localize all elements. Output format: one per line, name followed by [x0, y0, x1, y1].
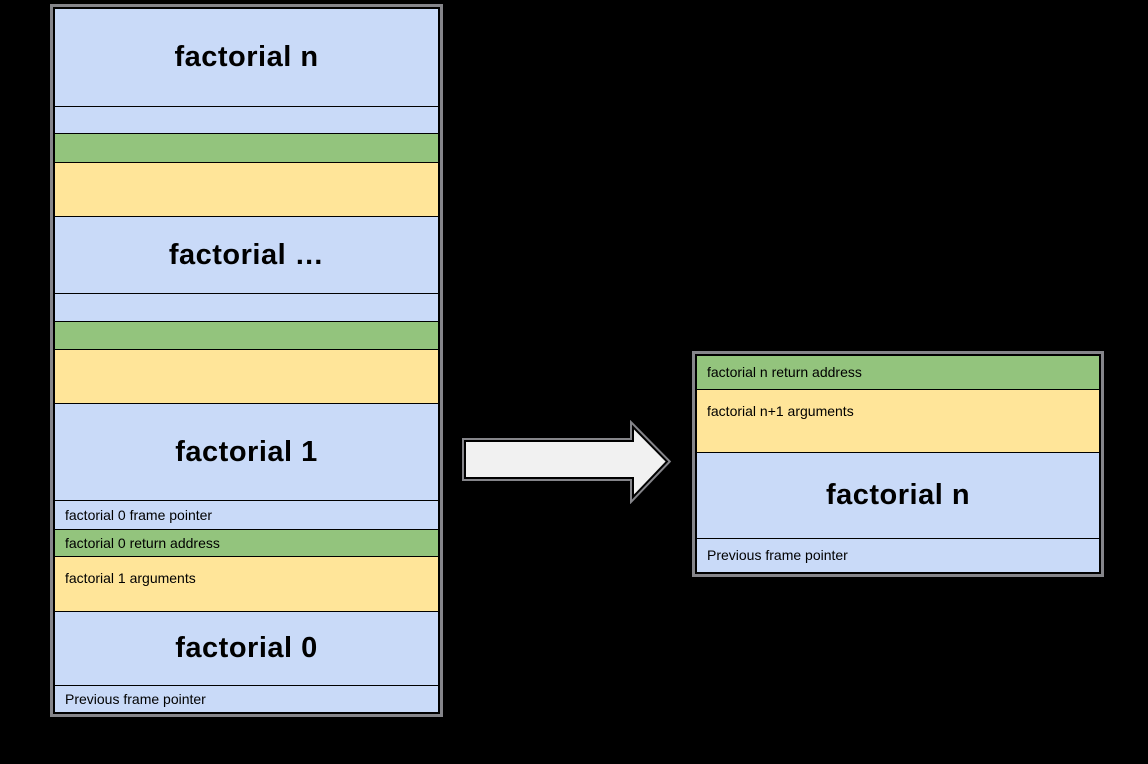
stack-row-label: factorial 0 frame pointer — [65, 506, 213, 523]
stack-row-return-address: factorial n return address — [697, 356, 1099, 389]
stack-row-label: factorial 1 arguments — [65, 570, 196, 586]
stack-row-frame-pointer: Previous frame pointer — [697, 538, 1099, 572]
stack-row-label: Previous frame pointer — [707, 547, 848, 564]
expands-to-arrow — [461, 419, 673, 505]
stack-row-label: factorial n — [174, 41, 319, 73]
left-stack-recursive-frames: factorial n factorial … factorial 1 factori… — [53, 7, 440, 714]
stack-row-frame: factorial n — [697, 452, 1099, 538]
stack-row-frame-pointer — [55, 106, 438, 133]
stack-row-frame: factorial 1 — [55, 403, 438, 500]
stack-row-arguments — [55, 349, 438, 403]
stack-row-return-address — [55, 321, 438, 349]
stack-row-frame-pointer — [55, 293, 438, 321]
stack-row-label: factorial n return address — [707, 364, 862, 381]
stack-row-frame-pointer: factorial 0 frame pointer — [55, 500, 438, 529]
stack-row-frame: factorial … — [55, 216, 438, 293]
stack-row-frame: factorial 0 — [55, 611, 438, 685]
stack-row-return-address: factorial 0 return address — [55, 529, 438, 556]
stack-row-arguments: factorial n+1 arguments — [697, 389, 1099, 452]
stack-row-label: factorial n — [825, 479, 971, 511]
stack-row-arguments: factorial 1 arguments — [55, 556, 438, 611]
stack-row-label: factorial 1 — [175, 435, 318, 468]
stack-row-frame: factorial n — [55, 9, 438, 106]
stack-row-label: factorial … — [168, 238, 325, 271]
stack-row-label: factorial 0 return address — [65, 534, 220, 551]
right-arrow-icon — [462, 419, 672, 505]
right-stack-general-frame: factorial n return address factorial n+1 … — [695, 354, 1101, 574]
stack-row-arguments — [55, 162, 438, 216]
stack-row-label: factorial n+1 arguments — [707, 403, 854, 419]
stack-row-label: Previous frame pointer — [65, 690, 206, 707]
stack-row-frame-pointer: Previous frame pointer — [55, 685, 438, 712]
stack-row-return-address — [55, 133, 438, 162]
stack-row-label: factorial 0 — [175, 632, 318, 664]
